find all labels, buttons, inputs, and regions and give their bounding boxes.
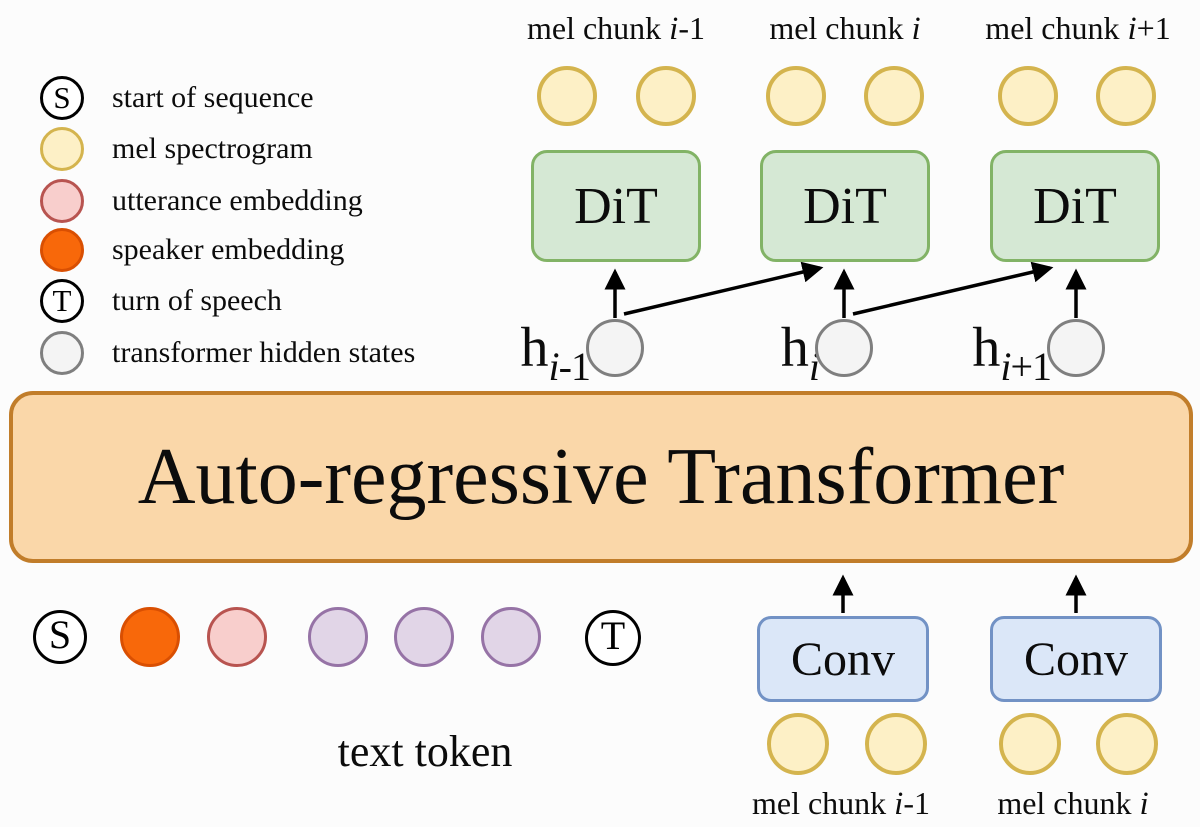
- start-of-sequence-token: S: [33, 610, 87, 664]
- legend-item-label: speaker embedding: [112, 233, 345, 266]
- mel-chunk-next-label: mel chunk i+1: [985, 10, 1171, 47]
- hidden-state-label-next: hi+1: [972, 317, 1052, 389]
- mel-frame-circle: [864, 66, 924, 126]
- conv-block-prev: Conv: [757, 616, 929, 702]
- mel-frame-circle: [1096, 66, 1156, 126]
- mel-frame-circle: [636, 66, 696, 126]
- legend-item-label: turn of speech: [112, 284, 282, 317]
- hidden-state-circle: [586, 319, 644, 377]
- turn-of-speech-letter: T: [52, 282, 72, 318]
- mel-chunk-prev-label: mel chunk i-1: [751, 785, 930, 822]
- conv-block-label: Conv: [790, 632, 895, 686]
- dit-block-label: DiT: [1033, 177, 1117, 235]
- autoregressive-transformer-label: Auto-regressive Transformer: [137, 432, 1065, 521]
- legend-item-label: start of sequence: [112, 81, 314, 114]
- turn-of-speech-token: T: [40, 279, 84, 323]
- hidden-state-label-prev: hi-1: [520, 317, 591, 389]
- mel-chunk-prev-label: mel chunk i-1: [526, 10, 705, 47]
- start-of-sequence-token: S: [40, 76, 84, 120]
- legend-item-label: utterance embedding: [112, 184, 363, 217]
- start-of-sequence-letter: S: [48, 612, 72, 657]
- legend-item-label: mel spectrogram: [112, 132, 313, 165]
- dit-block-next: DiT: [990, 150, 1160, 262]
- mel-frame-circle: [1096, 713, 1158, 775]
- transformer-hidden-state-icon: [40, 331, 84, 375]
- mel-frame-circle: [767, 713, 829, 775]
- mel-chunk-i-label: mel chunk i: [769, 10, 921, 47]
- mel-frame-circle: [537, 66, 597, 126]
- speaker-embedding-token: [120, 607, 180, 667]
- dit-block-label: DiT: [574, 177, 658, 235]
- autoregressive-transformer-block: Auto-regressive Transformer: [9, 391, 1193, 563]
- utterance-embedding-icon: [40, 179, 84, 223]
- arrow-h-prev-to-dit-i: [623, 261, 824, 316]
- mel-frame-circle: [865, 713, 927, 775]
- start-of-sequence-letter: S: [53, 79, 71, 115]
- dit-block-prev: DiT: [531, 150, 701, 262]
- mel-frame-circle: [999, 713, 1061, 775]
- dit-block-label: DiT: [803, 177, 887, 235]
- text-token-caption: text token: [337, 727, 513, 776]
- hidden-state-label-i: hi: [780, 317, 820, 389]
- utterance-embedding-token: [207, 607, 267, 667]
- speaker-embedding-icon: [40, 228, 84, 272]
- hidden-state-circle: [815, 319, 873, 377]
- text-token-circle: [394, 607, 454, 667]
- mel-frame-circle: [998, 66, 1058, 126]
- mel-chunk-i-label: mel chunk i: [997, 785, 1149, 822]
- mel-frame-circle: [766, 66, 826, 126]
- text-token-circle: [308, 607, 368, 667]
- text-token-circle: [481, 607, 541, 667]
- turn-of-speech-letter: T: [600, 613, 626, 658]
- conv-block-i: Conv: [990, 616, 1162, 702]
- dit-block-i: DiT: [760, 150, 930, 262]
- mel-spectrogram-icon: [40, 127, 84, 171]
- legend-item-label: transformer hidden states: [112, 336, 416, 369]
- turn-of-speech-token: T: [585, 610, 641, 666]
- hidden-state-circle: [1047, 319, 1105, 377]
- arrow-h-i-to-dit-next: [852, 261, 1054, 316]
- conv-block-label: Conv: [1023, 632, 1128, 686]
